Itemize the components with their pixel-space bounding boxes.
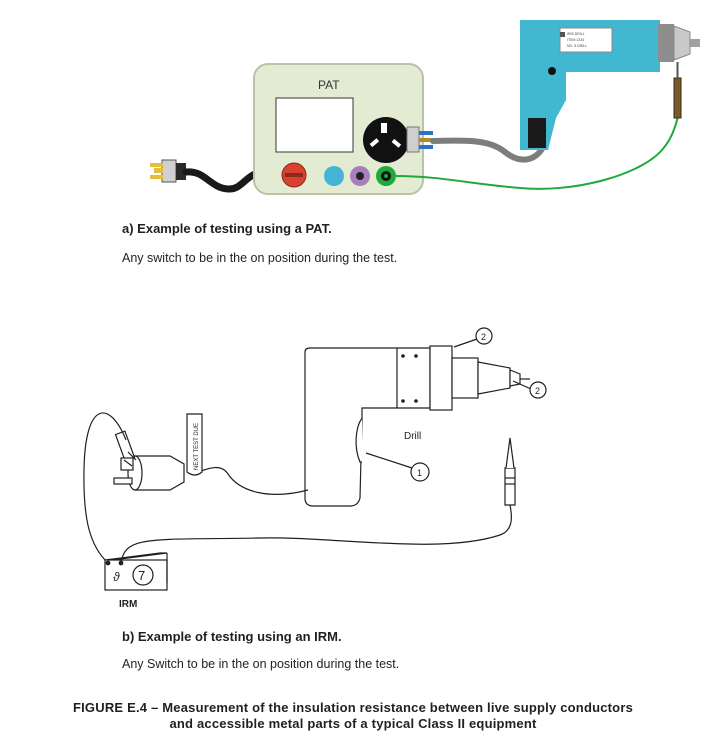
test-probe-a — [673, 62, 682, 119]
figure-title-line2: and accessible metal parts of a typical … — [169, 716, 537, 731]
pat-display — [275, 97, 354, 153]
irm-plug — [113, 430, 185, 491]
drill-plate-line3: NO. 5 DRILL — [567, 44, 587, 48]
svg-text:ϑ: ϑ — [113, 570, 120, 584]
caption-a: a) Example of testing using a PAT. — [122, 221, 332, 236]
drill-label: Drill — [404, 431, 421, 442]
pat-label: PAT — [318, 78, 340, 92]
tag-text: NEXT TEST DUE — [194, 423, 200, 470]
pat-buttons — [281, 162, 396, 188]
callout-2-top-label: 2 — [481, 332, 486, 342]
panel-b-illustration: Drill 2 2 1 NEXT TEST DUE — [83, 327, 547, 610]
test-tag: NEXT TEST DUE — [186, 413, 203, 476]
drill-color: IRIS DRILL ITEM 1234 NO. 5 DRILL — [520, 20, 700, 150]
callout-1-label: 1 — [417, 468, 422, 478]
caption-b: b) Example of testing using an IRM. — [122, 629, 342, 644]
mains-cable — [182, 168, 259, 193]
irm-terminal-left — [105, 560, 111, 566]
drill-outline — [304, 345, 530, 507]
callout-2-right — [529, 381, 547, 399]
drill-plate-line2: ITEM 1234 — [567, 38, 584, 42]
figure-title-line1: FIGURE E.4 – Measurement of the insulati… — [72, 700, 634, 715]
note-a: Any switch to be in the on position duri… — [122, 251, 398, 265]
test-probe-b — [504, 437, 516, 506]
appliance-plug — [406, 126, 433, 153]
callout-2-top — [475, 327, 493, 345]
callout-2-right-label: 2 — [535, 386, 540, 396]
drill-cable — [197, 466, 309, 495]
figure-title: FIGURE E.4 – Measurement of the insulati… — [0, 700, 706, 732]
irm-dial: 7 — [138, 568, 145, 583]
drill-plate-line1: IRIS DRILL — [567, 32, 585, 36]
callout-1 — [410, 462, 430, 482]
panel-a-illustration: PAT — [150, 20, 700, 195]
note-b: Any Switch to be in the on position duri… — [122, 657, 400, 671]
irm-box: 7 ϑ — [104, 552, 168, 591]
green-test-lead — [395, 115, 679, 190]
mains-plug — [150, 159, 186, 183]
appliance-cable — [430, 137, 549, 163]
blue-button — [324, 166, 344, 186]
pat-socket — [363, 117, 409, 163]
irm-lead-left — [83, 412, 127, 564]
irm-lead-right — [120, 504, 513, 564]
irm-label: IRM — [119, 599, 137, 610]
